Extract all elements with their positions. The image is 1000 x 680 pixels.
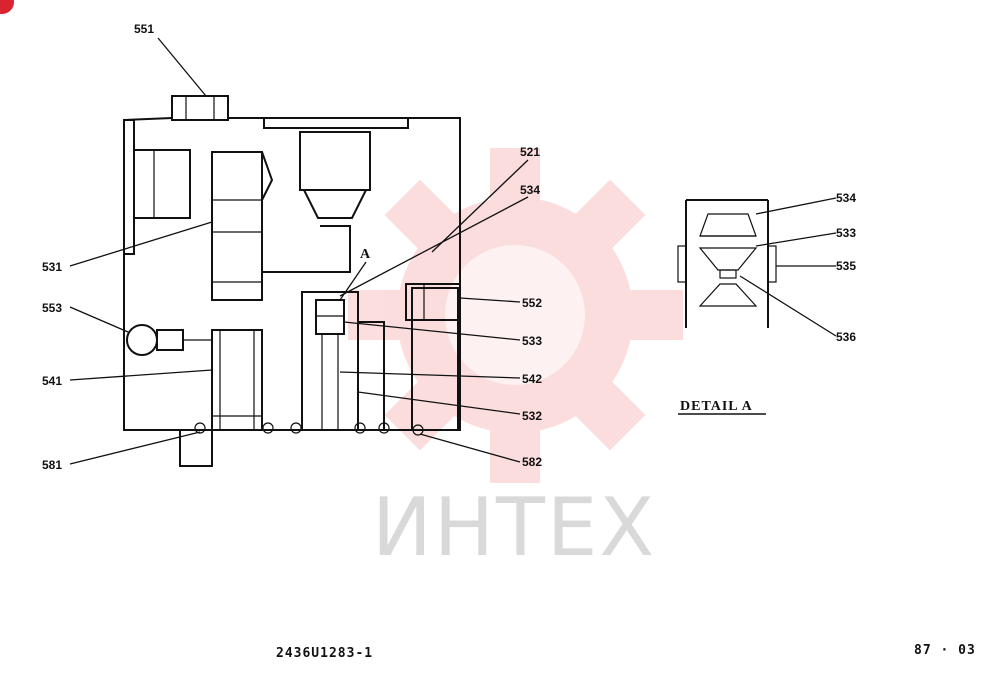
callout-a: A [360, 247, 371, 262]
detail-a-drawing [677, 199, 777, 328]
callout-552: 552 [522, 296, 542, 310]
drawing-number: 2436U1283-1 [276, 646, 373, 661]
watermark-text: ИНТЕХ [372, 481, 656, 574]
callout-detail-536: 536 [836, 330, 856, 344]
callout-534: 534 [520, 183, 540, 197]
detail-caption: DETAIL A [680, 399, 753, 414]
callout-532: 532 [522, 409, 542, 423]
callout-551: 551 [134, 22, 154, 36]
callout-582: 582 [522, 455, 542, 469]
page-reference: 87 · 03 [914, 643, 976, 658]
watermark-gear-hole [445, 245, 585, 385]
callout-542: 542 [522, 372, 542, 386]
callout-553: 553 [42, 301, 62, 315]
callout-541: 541 [42, 374, 62, 388]
callout-521: 521 [520, 145, 540, 159]
callout-detail-533: 533 [836, 226, 856, 240]
corner-badge-icon [0, 0, 14, 14]
callout-533: 533 [522, 334, 542, 348]
callout-detail-535: 535 [836, 259, 856, 273]
callout-581: 581 [42, 458, 62, 472]
valve-body [123, 95, 461, 467]
leader-lines [69, 37, 837, 465]
callout-531: 531 [42, 260, 62, 274]
callout-detail-534: 534 [836, 191, 856, 205]
